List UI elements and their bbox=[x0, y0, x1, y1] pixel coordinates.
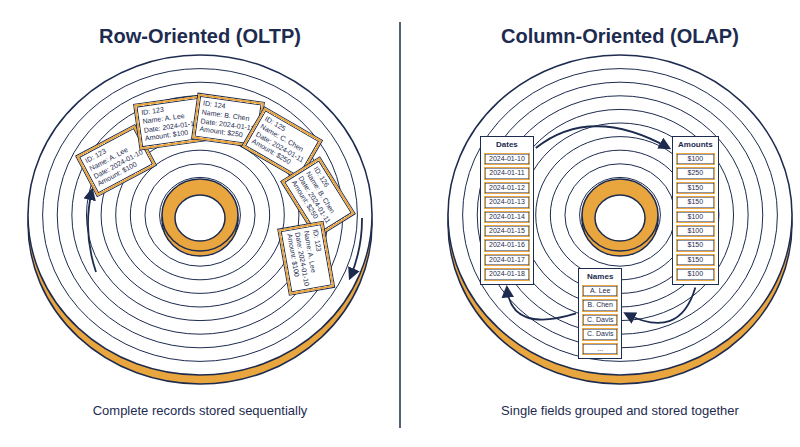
field-value: C. Davis bbox=[587, 316, 613, 323]
column-value-cell: $100 bbox=[676, 153, 715, 165]
column-value-cell: $150 bbox=[676, 182, 715, 194]
column-header: Dates bbox=[484, 139, 530, 151]
field-value: $100 bbox=[688, 227, 704, 234]
column-value-cell: 2024-01-12 bbox=[484, 182, 530, 194]
column-value-cell: 2024-01-10 bbox=[484, 153, 530, 165]
field-value: 2024-01-12 bbox=[489, 184, 525, 191]
disk-track bbox=[550, 150, 689, 280]
flow-arrow bbox=[625, 288, 695, 323]
disk-track bbox=[57, 82, 343, 348]
disk-hub bbox=[582, 179, 658, 251]
disk-platter bbox=[28, 55, 372, 384]
row-record: ID: 123Name: A. LeeDate: 2024-01-10Amoun… bbox=[278, 221, 334, 294]
disk-spindle-hole bbox=[175, 195, 225, 241]
column-value-cell: $100 bbox=[676, 211, 715, 223]
disk-surface bbox=[448, 55, 792, 375]
column-group: Names A. Lee B. Chen C. Davis C. Davis... bbox=[578, 268, 622, 359]
column-value-cell: 2024-01-18 bbox=[484, 268, 530, 280]
column-value-cell: 2024-01-16 bbox=[484, 239, 530, 251]
field-value: C. Davis bbox=[587, 330, 613, 337]
column-value-cell: C. Davis bbox=[582, 328, 618, 340]
disk-spindle-hole bbox=[595, 195, 645, 241]
column-value-cell: ... bbox=[582, 343, 618, 355]
disk-track bbox=[565, 164, 675, 266]
field-value: 2024-01-14 bbox=[489, 213, 525, 220]
field-value: B. Chen bbox=[588, 301, 613, 308]
divider-line bbox=[399, 22, 401, 428]
field-value: $100 bbox=[688, 155, 704, 162]
field-value: 2024-01-18 bbox=[489, 270, 525, 277]
field-value: $150 bbox=[688, 256, 704, 263]
panel-caption: Complete records stored sequentially bbox=[93, 403, 308, 418]
column-value-cell: 2024-01-15 bbox=[484, 225, 530, 237]
column-value-cell: C. Davis bbox=[582, 314, 618, 326]
field-value: $100 bbox=[688, 270, 704, 277]
field-value: 2024-01-16 bbox=[489, 241, 525, 248]
column-value-cell: $100 bbox=[676, 225, 715, 237]
disk-track bbox=[43, 69, 358, 362]
field-value: $250 bbox=[688, 169, 704, 176]
column-value-cell: 2024-01-14 bbox=[484, 211, 530, 223]
column-value-cell: $100 bbox=[676, 268, 715, 280]
column-value-cell: 2024-01-13 bbox=[484, 196, 530, 208]
disk-track bbox=[72, 96, 328, 334]
field-value: $100 bbox=[688, 213, 704, 220]
field-value: 2024-01-17 bbox=[489, 256, 525, 263]
column-value-cell: B. Chen bbox=[582, 299, 618, 311]
rotation-arrow bbox=[350, 218, 362, 278]
disk-track bbox=[130, 150, 269, 280]
field-value: 2024-01-15 bbox=[489, 227, 525, 234]
field-value: 2024-01-11 bbox=[489, 169, 524, 176]
column-value-cell: $150 bbox=[676, 239, 715, 251]
panel-title: Column-Oriented (OLAP) bbox=[501, 25, 739, 48]
disk-surface bbox=[28, 55, 372, 375]
panel-title: Row-Oriented (OLTP) bbox=[99, 25, 301, 48]
field-value: $150 bbox=[688, 241, 704, 248]
column-value-cell: 2024-01-17 bbox=[484, 254, 530, 266]
column-value-cell: 2024-01-11 bbox=[484, 167, 530, 179]
column-value-cell: $150 bbox=[676, 254, 715, 266]
panel-caption: Single fields grouped and stored togethe… bbox=[501, 403, 739, 418]
column-value-cell: A. Lee bbox=[582, 285, 618, 297]
column-value-cell: $250 bbox=[676, 167, 715, 179]
column-header: Amounts bbox=[676, 139, 715, 151]
field-value: $150 bbox=[688, 198, 704, 205]
column-group: Dates 2024-01-10 2024-01-11 2024-01-12 2024-… bbox=[480, 136, 534, 285]
column-group: Amounts $100 $250 $150 $150 $100 $100 $150 $150 $… bbox=[672, 136, 719, 285]
disk-track bbox=[145, 164, 255, 266]
rotation-arrow bbox=[88, 190, 96, 272]
field-value: 2024-01-13 bbox=[489, 198, 525, 205]
column-header: Names bbox=[582, 271, 618, 283]
column-value-cell: $150 bbox=[676, 196, 715, 208]
field-value: $150 bbox=[688, 184, 704, 191]
field-value: ... bbox=[597, 345, 603, 352]
field-value: 2024-01-10 bbox=[489, 155, 525, 162]
disk-platter bbox=[448, 55, 792, 384]
disk-hub bbox=[162, 179, 238, 251]
disk-track bbox=[463, 69, 778, 362]
flow-arrow bbox=[536, 126, 669, 148]
flow-arrow bbox=[507, 288, 576, 320]
field-value: A. Lee bbox=[590, 287, 610, 294]
